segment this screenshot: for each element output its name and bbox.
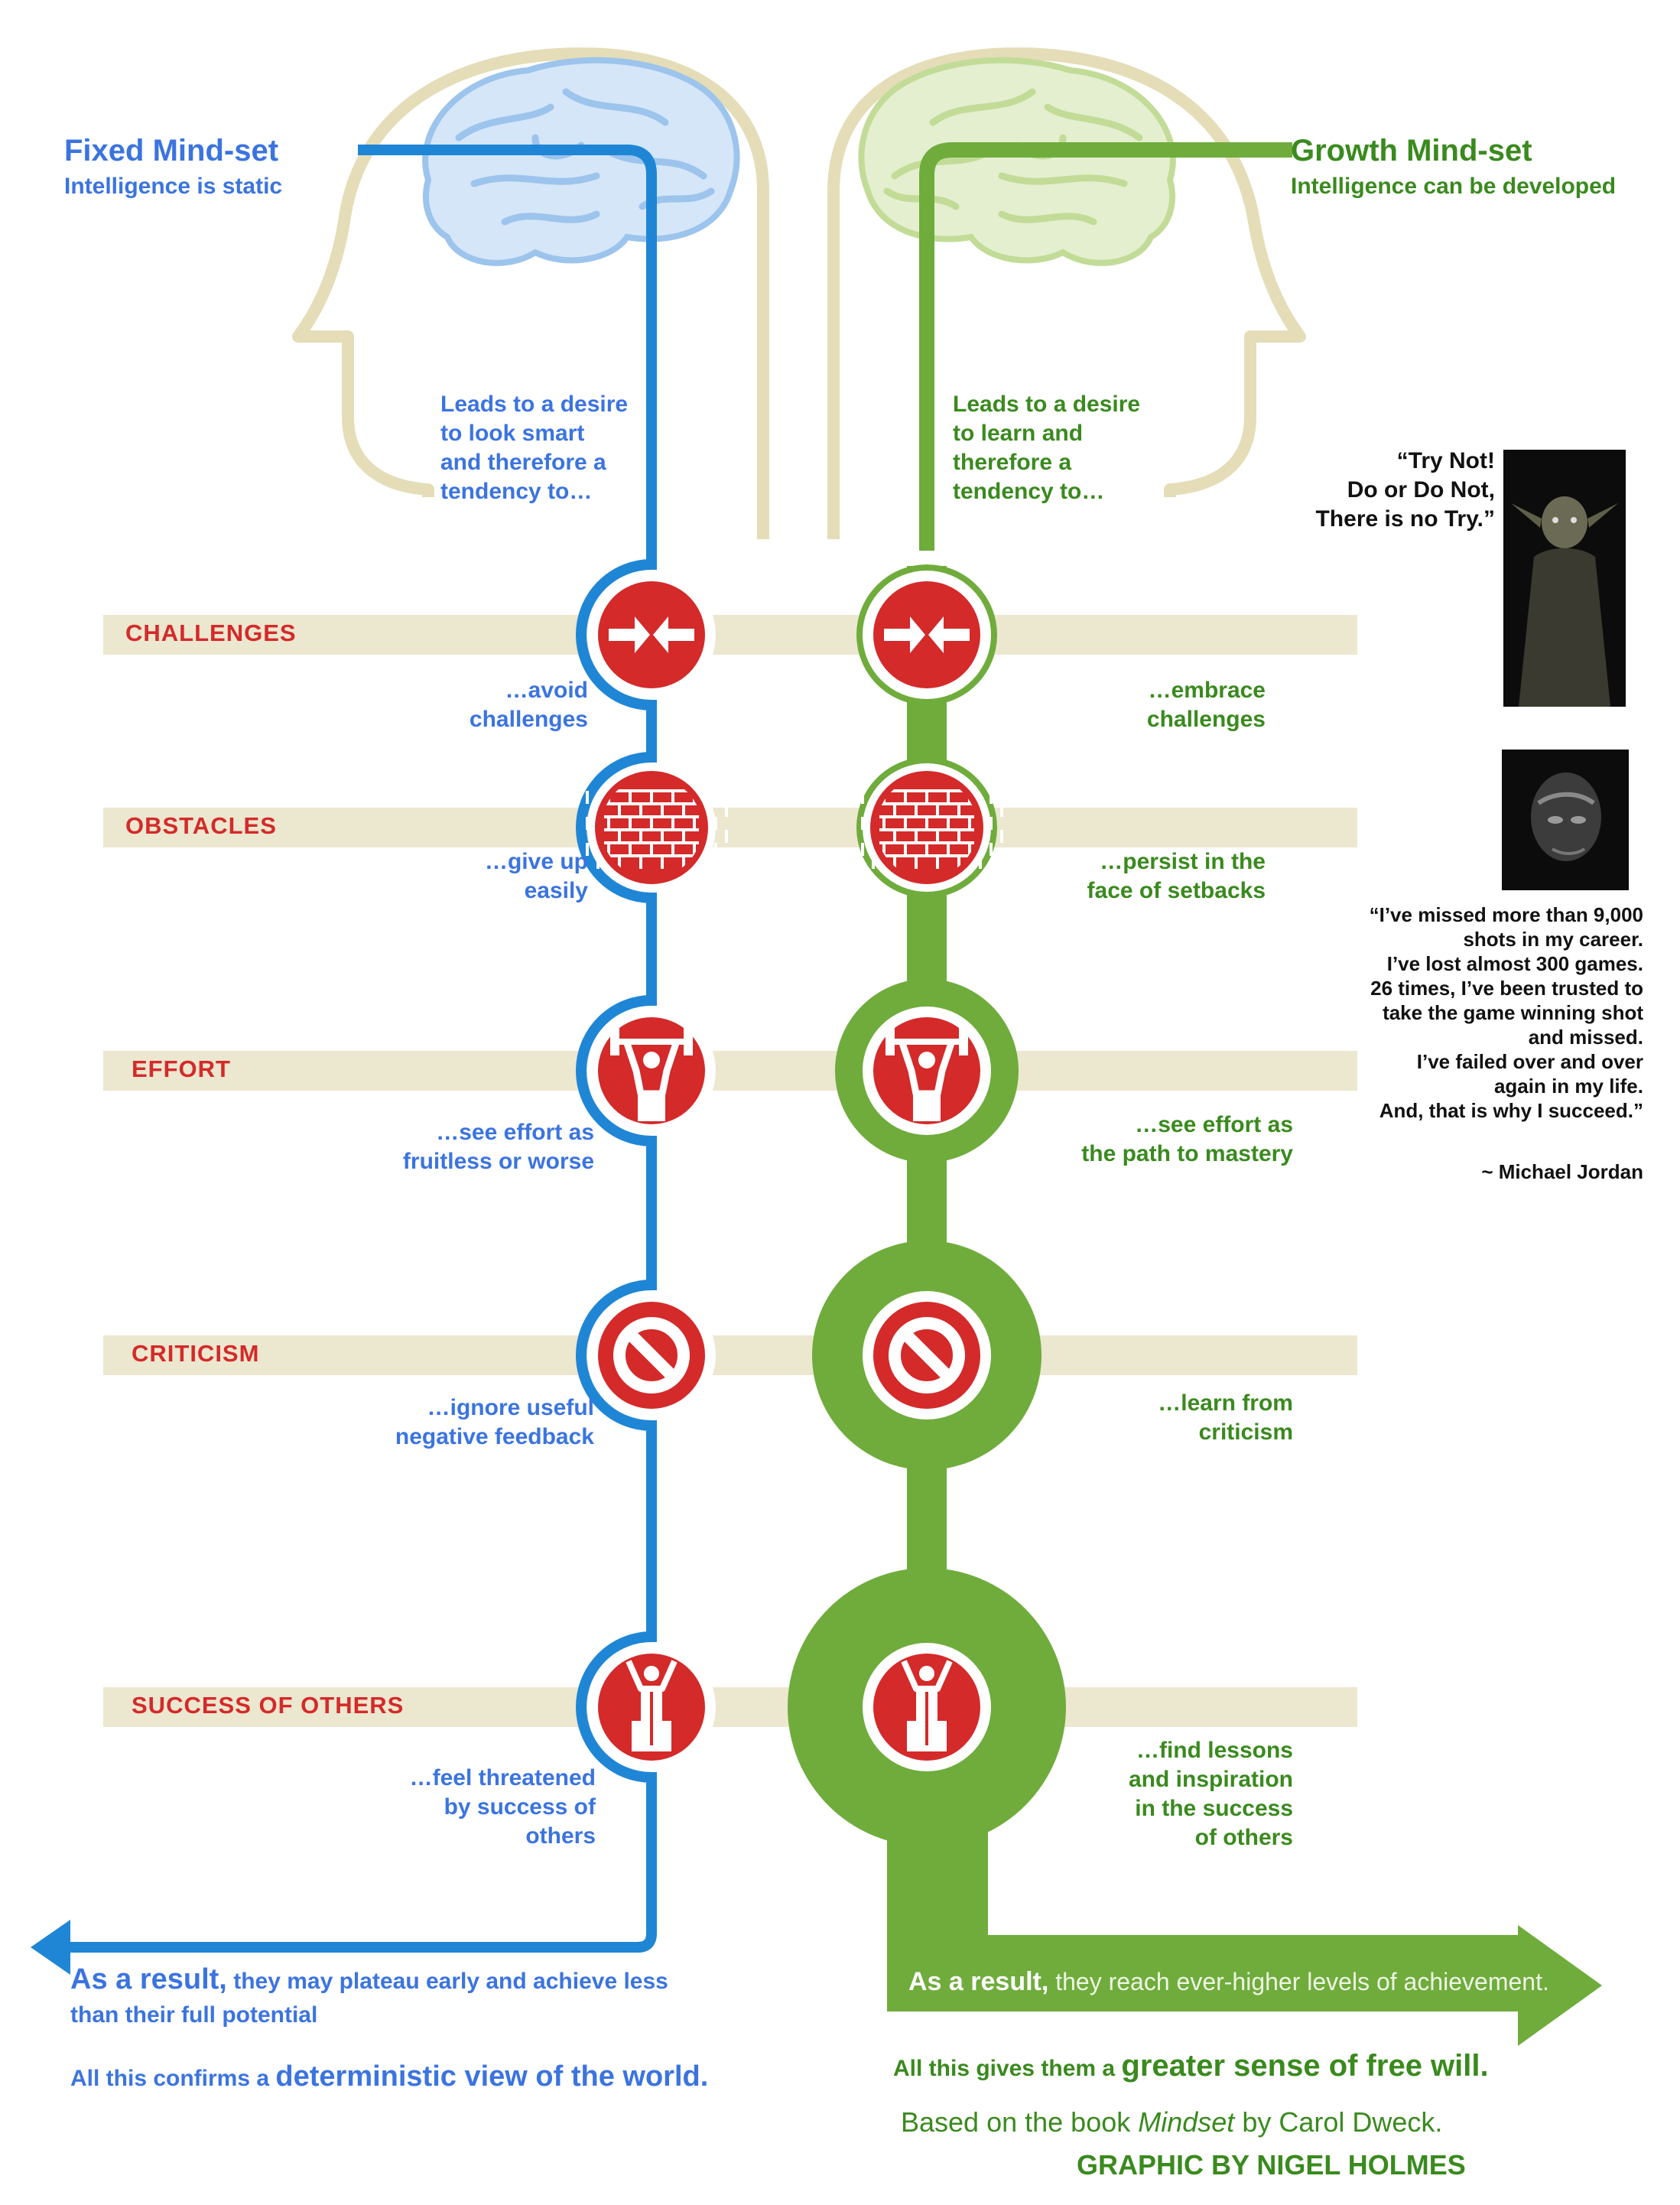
fixed-response-success: …feel threatened by success of others	[409, 1765, 596, 1849]
fixed-result-text: As a result, they may plateau early and …	[70, 1963, 668, 2028]
fixed-response-challenges: …avoid challenges	[469, 678, 588, 732]
jordan-photo	[1502, 750, 1629, 890]
growth-start-line	[919, 142, 1292, 551]
fixed-title: Fixed Mind-set	[64, 134, 279, 167]
growth-response-effort: …see effort as the path to mastery	[1081, 1112, 1293, 1166]
weightlifter-icon-fixed	[598, 1017, 705, 1124]
growth-response-success: …find lessons and inspiration in the suc…	[1128, 1738, 1293, 1850]
fixed-lead-text: Leads to a desire to look smart and ther…	[440, 392, 629, 504]
cheering-person-icon-growth	[873, 1654, 980, 1761]
jordan-attribution: ~ Michael Jordan	[1481, 1160, 1643, 1183]
yoda-photo	[1503, 450, 1626, 707]
growth-response-obstacles: …persist in the face of setbacks	[1087, 849, 1266, 903]
growth-subtitle: Intelligence can be developed	[1291, 174, 1617, 199]
growth-lead-text: Leads to a desire to learn and therefore…	[953, 392, 1141, 504]
fixed-brain-icon	[422, 57, 740, 266]
growth-freewill-text: All this gives them a greater sense of f…	[893, 2049, 1489, 2083]
fixed-subtitle: Intelligence is static	[64, 174, 283, 199]
growth-response-challenges: …embrace challenges	[1146, 678, 1266, 732]
fixed-path-line	[61, 145, 657, 1953]
fixed-result-arrowhead	[31, 1920, 70, 1975]
category-band-4	[103, 1335, 1357, 1375]
fixed-response-obstacles: …give up easily	[484, 849, 588, 903]
category-label-criticism: CRITICISM	[132, 1340, 260, 1367]
yoda-quote: “Try Not! Do or Do Not, There is no Try.…	[1315, 448, 1495, 532]
yoda-figure-icon	[1511, 496, 1618, 707]
jordan-portrait-icon	[1531, 772, 1601, 861]
growth-brain-icon	[858, 57, 1176, 266]
fixed-confirm-text: All this confirms a deterministic view o…	[70, 2060, 709, 2093]
jordan-quote: “I’ve missed more than 9,000 shots in my…	[1369, 903, 1643, 1122]
cheering-person-icon-fixed	[598, 1654, 705, 1761]
growth-result-arrow	[887, 1797, 1602, 2046]
category-band-2	[103, 808, 1357, 847]
category-band-3	[103, 1051, 1357, 1091]
brick-wall-icon-growth	[861, 771, 1003, 884]
fixed-response-effort: …see effort as fruitless or worse	[402, 1120, 594, 1174]
growth-title: Growth Mind-set	[1291, 134, 1532, 167]
no-entry-icon-growth	[873, 1302, 980, 1409]
credits-based-on: Based on the book Mindset by Carol Dweck…	[901, 2106, 1443, 2138]
credits-graphic-by: GRAPHIC BY NIGEL HOLMES	[1077, 2149, 1466, 2181]
growth-response-criticism: …learn from criticism	[1158, 1390, 1293, 1445]
opposing-arrows-icon-growth	[873, 581, 980, 688]
fixed-response-criticism: …ignore useful negative feedback	[395, 1395, 594, 1449]
category-band-1	[103, 615, 1357, 655]
category-band-5	[103, 1687, 1357, 1727]
weightlifter-icon-growth	[873, 1017, 980, 1124]
category-label-success-of-others: SUCCESS OF OTHERS	[132, 1692, 405, 1719]
no-entry-icon-fixed	[598, 1302, 705, 1409]
growth-result-text: As a result, they reach ever-higher leve…	[908, 1967, 1549, 1996]
fixed-result-lead: As a result,	[70, 1963, 227, 1995]
category-label-challenges: CHALLENGES	[125, 620, 297, 646]
brick-wall-icon-fixed	[586, 771, 728, 884]
category-label-obstacles: OBSTACLES	[125, 812, 277, 839]
category-label-effort: EFFORT	[132, 1055, 231, 1082]
opposing-arrows-icon-fixed	[598, 581, 705, 688]
